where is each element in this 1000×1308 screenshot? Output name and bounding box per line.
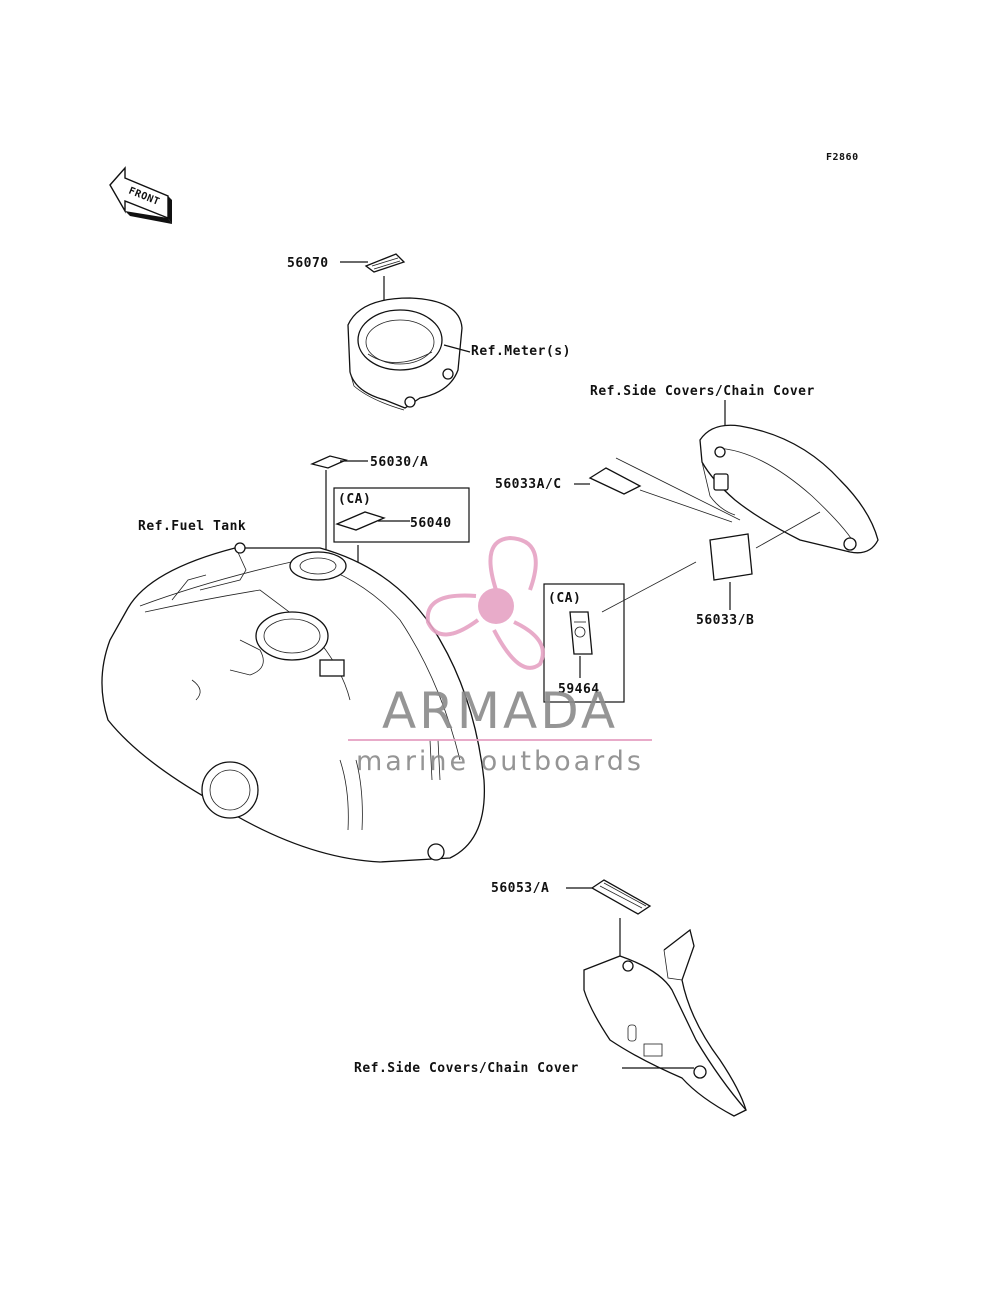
label-ref-side-covers-bottom: Ref.Side Covers/Chain Cover	[354, 1061, 579, 1076]
label-56033ac: 56033A/C	[495, 477, 562, 492]
label-ref-side-covers-top: Ref.Side Covers/Chain Cover	[590, 384, 815, 399]
label-56070: 56070	[287, 256, 329, 271]
decal-56040	[335, 511, 386, 531]
ca-box-56040	[333, 487, 470, 543]
watermark-brand: ARMADA	[382, 682, 618, 740]
label-ref-fuel-tank: Ref.Fuel Tank	[138, 519, 246, 534]
decal-56030a	[310, 455, 348, 469]
label-56033b: 56033/B	[696, 613, 754, 628]
chain-cover-lower	[583, 928, 748, 1117]
fuel-tank	[101, 542, 486, 863]
watermark-tagline: marine outboards	[356, 746, 644, 777]
propeller-logo-icon	[425, 535, 545, 670]
label-56030a: 56030/A	[370, 455, 428, 470]
label-56040: 56040	[410, 516, 452, 531]
decal-56070	[364, 253, 406, 273]
meter-housing	[347, 297, 463, 411]
decal-56033ac	[588, 467, 642, 495]
ca-box-59464	[543, 583, 625, 703]
label-59464: 59464	[558, 682, 600, 697]
label-ca-2: (CA)	[548, 591, 581, 606]
decal-56053a	[590, 879, 652, 915]
figure-id: F2860	[826, 152, 859, 163]
label-ref-meter: Ref.Meter(s)	[471, 344, 571, 359]
front-arrow-icon: FRONT	[109, 166, 172, 224]
decal-59464	[569, 611, 593, 655]
label-56053a: 56053/A	[491, 881, 549, 896]
chain-cover-upper	[699, 424, 879, 554]
watermark: ARMADA marine outboards	[348, 535, 652, 777]
label-ca-1: (CA)	[338, 492, 371, 507]
decal-56033b	[709, 533, 753, 581]
